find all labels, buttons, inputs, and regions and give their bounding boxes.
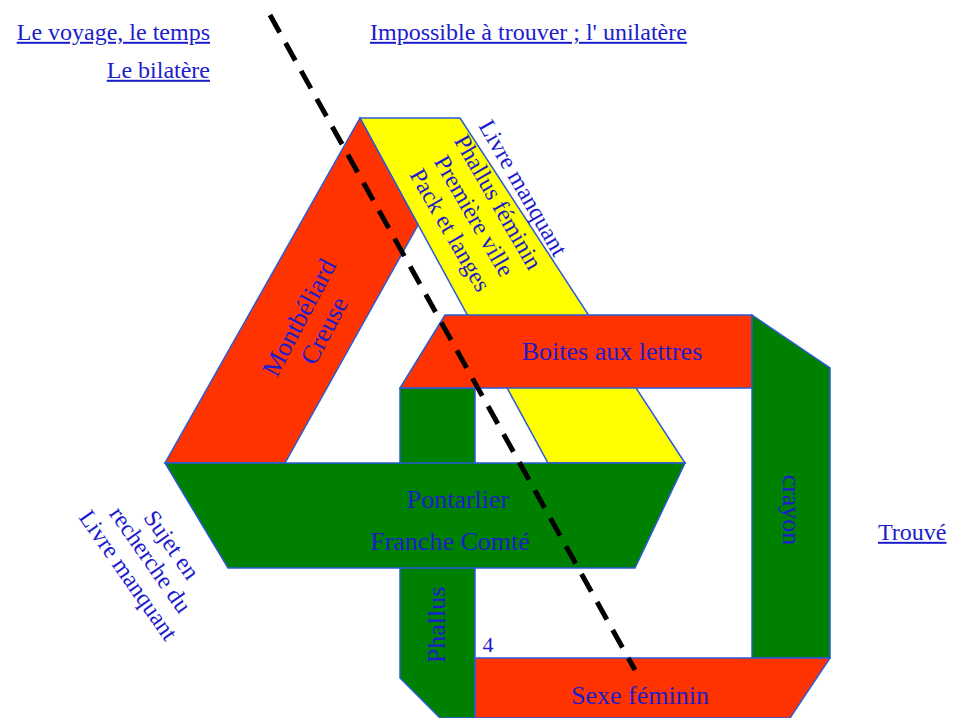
band-text: Boites aux lettres xyxy=(522,338,703,367)
note-label: Impossible à trouver ; l' unilatère xyxy=(370,19,687,45)
dashed-line xyxy=(270,15,635,670)
band-outline xyxy=(165,463,685,568)
band: Boites aux lettres xyxy=(400,315,752,388)
band: PontarlierFranche Comté xyxy=(165,463,685,568)
band-outline xyxy=(165,118,418,463)
band-text: crayon xyxy=(777,475,806,546)
note-label: Trouvé xyxy=(878,519,946,545)
band-text: Sexe féminin xyxy=(571,682,709,711)
band-outline xyxy=(400,315,752,388)
band: MontbéliardCreuse xyxy=(165,118,418,463)
band-outline xyxy=(752,315,830,658)
band-text: Franche Comté xyxy=(370,528,530,557)
band: crayon xyxy=(752,315,830,658)
band-text: Pontarlier xyxy=(407,486,510,515)
note-label: Le voyage, le temps xyxy=(17,19,210,45)
band-text: Phallus xyxy=(423,587,452,664)
band-shape xyxy=(165,118,418,463)
band: Sexe féminin xyxy=(475,658,830,718)
band-outline xyxy=(475,658,830,718)
note-label: 4 xyxy=(483,633,494,657)
note-label: Le bilatère xyxy=(107,57,210,83)
